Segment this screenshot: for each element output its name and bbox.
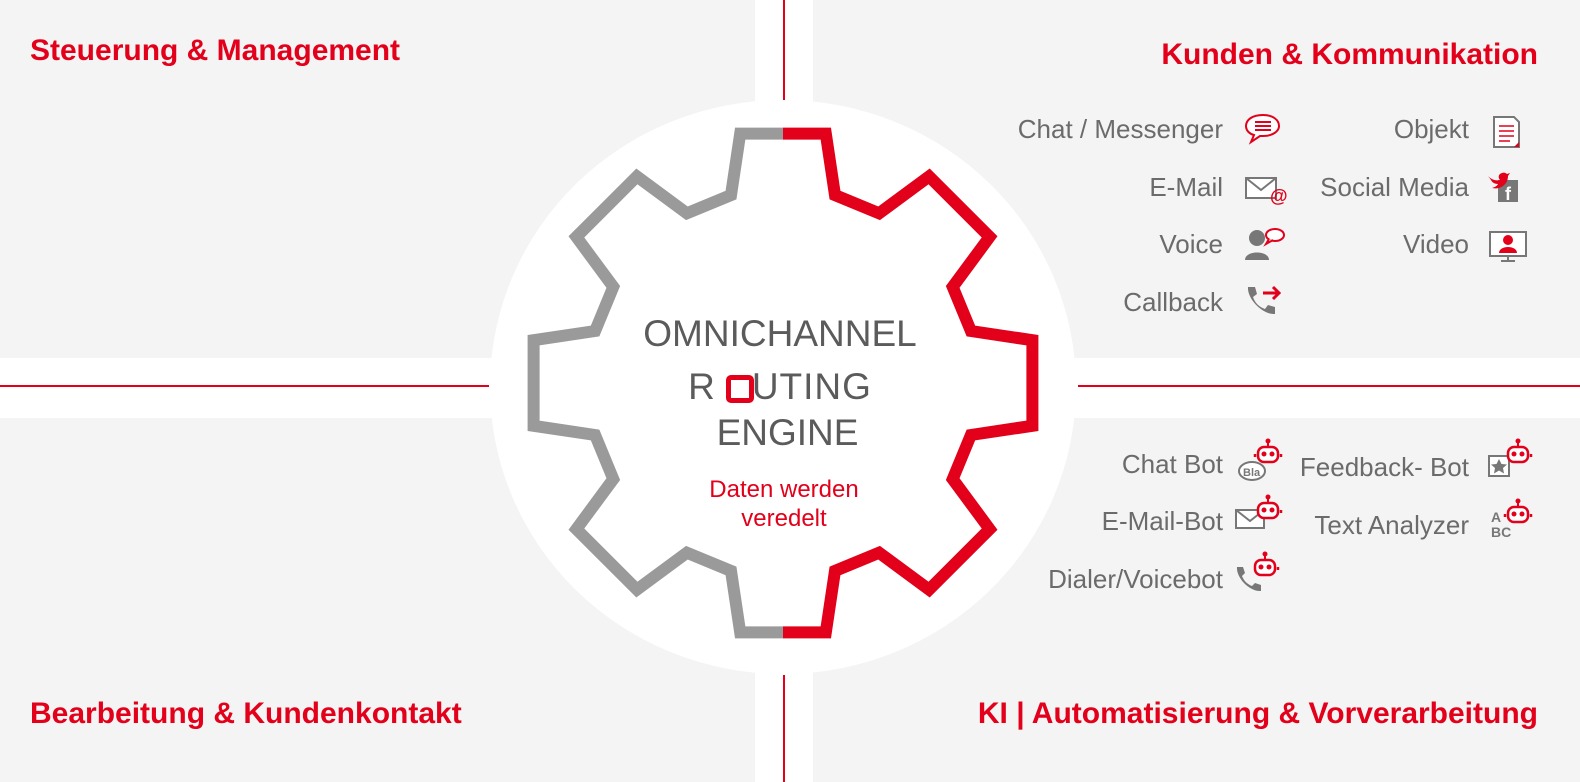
text-analyzer-icon: A BC (1491, 498, 1533, 540)
social-media-icon: f (1488, 172, 1518, 204)
channel-callback-label: Callback (1123, 287, 1223, 317)
document-icon (1493, 116, 1520, 148)
gear-left-half (527, 127, 783, 639)
channel-email-label: E-Mail (1149, 172, 1223, 202)
channel-social-media-label: Social Media (1320, 172, 1469, 202)
bot-feedback-bot-label: Feedback- Bot (1299, 452, 1469, 482)
email-at-icon: @ (1245, 177, 1288, 206)
engine-subtitle-line1: Daten werden (709, 476, 859, 503)
channel-voice-label: Voice (1159, 229, 1223, 259)
svg-text:f: f (1505, 184, 1512, 204)
divider-line-right (1078, 385, 1580, 387)
title-ki-automatisierung: KI | Automatisierung & Vorverarbeitung (977, 697, 1538, 730)
bot-chat-bot-label: Chat Bot (1121, 449, 1223, 479)
channel-chat-messenger-label: Chat / Messenger (1017, 114, 1223, 144)
channel-video-label: Video (1402, 229, 1469, 259)
feedback-bot-icon (1488, 438, 1533, 477)
divider-line-left (0, 385, 489, 387)
bot-email-bot-label: E-Mail-Bot (1101, 506, 1223, 536)
channel-objekt-label: Objekt (1393, 114, 1469, 144)
svg-text:Bla: Bla (1243, 467, 1261, 479)
email-bot-icon (1235, 494, 1283, 529)
dialer-bot-icon (1236, 551, 1280, 592)
divider-line-top (783, 0, 785, 100)
bot-text-analyzer-label: Text Analyzer (1314, 510, 1469, 540)
svg-text:@: @ (1270, 186, 1288, 206)
svg-text:BC: BC (1491, 524, 1511, 540)
video-monitor-icon (1489, 231, 1527, 262)
svg-text:A: A (1491, 509, 1501, 525)
chatbot-icon: Bla (1238, 438, 1283, 481)
bot-dialer-voicebot-label: Dialer/Voicebot (1048, 564, 1223, 594)
title-steuerung-management: Steuerung & Management (30, 34, 401, 67)
engine-title-line3: ENGINE (716, 412, 859, 453)
engine-subtitle-line2: veredelt (741, 505, 827, 532)
center-circle (490, 100, 1076, 674)
title-bearbeitung-kundenkontakt: Bearbeitung & Kundenkontakt (30, 697, 462, 730)
gear-right-half (783, 127, 1039, 639)
chat-bubble-icon (1244, 113, 1281, 145)
engine-title-line2-prefix: R (688, 366, 716, 407)
engine-title-line1: OMNICHANNEL (643, 313, 917, 354)
engine-title-line2-suffix: UTING (751, 366, 872, 407)
routing-o-logo-icon (726, 375, 754, 403)
engine-title-line2: R UTING (620, 366, 940, 408)
divider-line-bottom (783, 675, 785, 782)
voice-person-icon (1245, 228, 1285, 260)
title-kunden-kommunikation: Kunden & Kommunikation (1161, 38, 1538, 71)
callback-phone-icon (1247, 285, 1282, 315)
